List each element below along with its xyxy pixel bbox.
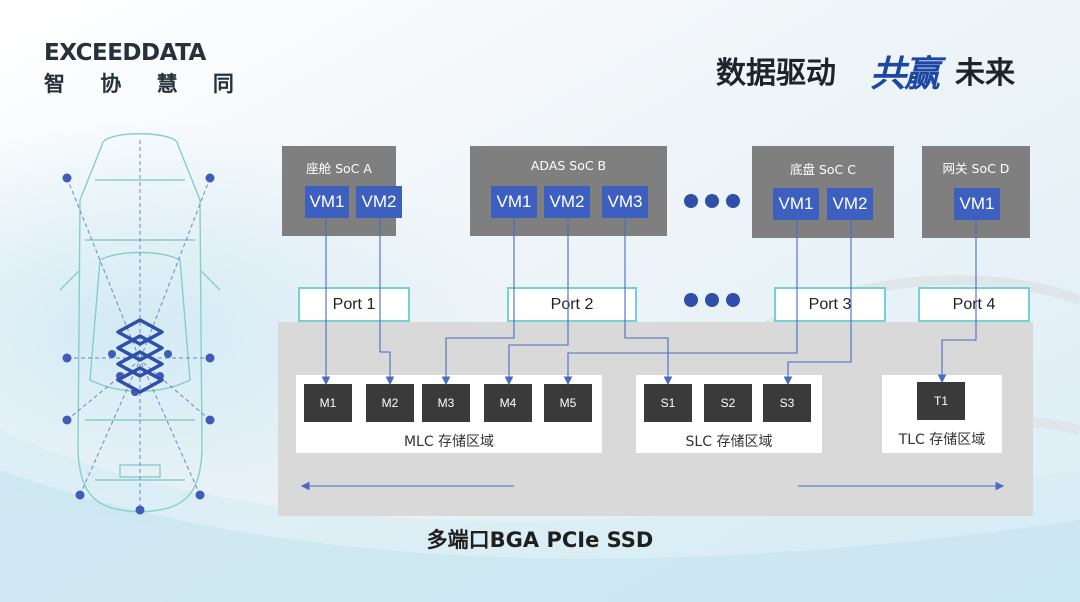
slc-region-label: SLC 存储区域: [685, 434, 773, 450]
soc-c-title: 底盘 SoC C: [790, 162, 856, 177]
brand-logo-chinese: 智 协 慧 同: [44, 72, 248, 96]
block-s3: S3: [763, 384, 811, 422]
ellipsis-dot-5: [705, 293, 719, 307]
block-m4: M4: [484, 384, 532, 422]
vm-d1: VM1: [954, 188, 1000, 220]
slogan-part2: 共赢: [870, 53, 940, 95]
port-4: Port 4: [918, 287, 1030, 322]
block-m1: M1: [304, 384, 352, 422]
port-1: Port 1: [298, 287, 410, 322]
layers-icon: [116, 318, 164, 394]
soc-a-title: 座舱 SoC A: [306, 161, 372, 176]
vm-a2: VM2: [356, 186, 402, 218]
port-2: Port 2: [507, 287, 637, 322]
vm-c2: VM2: [827, 188, 873, 220]
ellipsis-dot-3: [726, 194, 740, 208]
slogan-part3: 未来: [955, 56, 1015, 91]
block-m2: M2: [366, 384, 414, 422]
block-t1: T1: [917, 382, 965, 420]
mlc-region-label: MLC 存储区域: [403, 434, 495, 450]
vm-a1: VM1: [305, 186, 349, 218]
port-3: Port 3: [774, 287, 886, 322]
vm-b2: VM2: [544, 186, 590, 218]
soc-b-title: ADAS SoC B: [530, 158, 607, 173]
vm-c1: VM1: [773, 188, 819, 220]
block-m3: M3: [422, 384, 470, 422]
block-s1: S1: [644, 384, 692, 422]
ellipsis-dot-4: [684, 293, 698, 307]
block-m5: M5: [544, 384, 592, 422]
ellipsis-dot-2: [705, 194, 719, 208]
ellipsis-dot-6: [726, 293, 740, 307]
slogan-part1: 数据驱动: [716, 56, 836, 91]
diagram-caption: 多端口BGA PCIe SSD: [426, 528, 654, 552]
tlc-region-label: TLC 存储区域: [898, 432, 986, 448]
soc-d-title: 网关 SoC D: [942, 161, 1010, 176]
vm-b3: VM3: [602, 186, 648, 218]
ellipsis-dot-1: [684, 194, 698, 208]
brand-logo-english: EXCEEDDATA: [44, 40, 206, 66]
block-s2: S2: [704, 384, 752, 422]
tlc-region: TLC 存储区域: [882, 375, 1002, 453]
vm-b1: VM1: [491, 186, 537, 218]
car-illustration: [59, 133, 221, 515]
